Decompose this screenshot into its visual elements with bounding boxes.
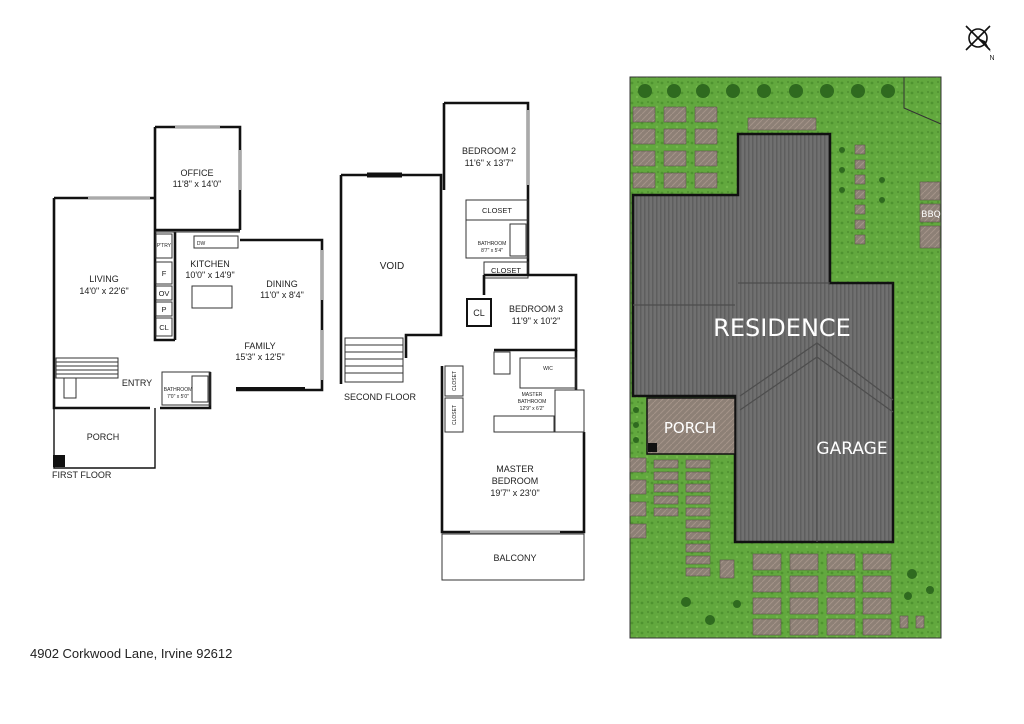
closet-d-label: CLOSET	[452, 405, 458, 425]
garage-label: GARAGE	[816, 439, 887, 459]
living-name: LIVING	[89, 274, 119, 284]
entry-label: ENTRY	[122, 378, 152, 388]
bedroom3-dims: 11'9" x 10'2"	[512, 316, 561, 326]
second-floor-caption: SECOND FLOOR	[344, 392, 417, 402]
balcony-label: BALCONY	[493, 553, 536, 563]
family-name: FAMILY	[244, 341, 275, 351]
residence-label: RESIDENCE	[713, 314, 851, 342]
compass-icon	[965, 25, 991, 52]
bedroom2-name: BEDROOM 2	[462, 146, 516, 156]
pantry-label: P'TRY	[157, 243, 172, 249]
site-plan	[629, 76, 942, 639]
oven-label: OV	[159, 289, 170, 298]
second-bath-dims: 8'7" x 5'4"	[481, 248, 503, 254]
porch-label: PORCH	[87, 432, 120, 442]
dining-dims: 11'0" x 8'4"	[260, 290, 304, 300]
property-address: 4902 Corkwood Lane, Irvine 92612	[30, 646, 233, 661]
void-label: VOID	[380, 261, 404, 272]
office-name: OFFICE	[181, 168, 214, 178]
first-floor-plan	[52, 125, 324, 469]
kitchen-dims: 10'0" x 14'9"	[185, 270, 234, 280]
first-cl-label: CL	[159, 323, 169, 332]
closet-a-label: CLOSET	[482, 206, 512, 215]
second-floor-plan	[339, 101, 586, 581]
fridge-label: F	[162, 269, 167, 278]
bbq-label: BBQ	[921, 210, 940, 220]
p-label: P	[161, 305, 166, 314]
kitchen-name: KITCHEN	[190, 259, 230, 269]
compass-letter: N	[989, 55, 994, 62]
dining-name: DINING	[266, 279, 298, 289]
wic-label: WIC	[543, 366, 553, 372]
family-dims: 15'3" x 12'5"	[235, 352, 284, 362]
closet-c-label: CLOSET	[452, 371, 458, 391]
second-cl-label: CL	[473, 308, 485, 318]
first-bath-name: BATHROOM	[164, 387, 193, 393]
master-bath-dims: 12'9" x 6'2"	[520, 406, 545, 412]
living-dims: 14'0" x 22'6"	[79, 286, 128, 296]
master-bed-line2: BEDROOM	[492, 476, 539, 486]
bedroom2-dims: 11'6" x 13'7"	[465, 158, 514, 168]
site-porch-label: PORCH	[664, 419, 716, 437]
closet-b-label: CLOSET	[491, 266, 521, 275]
master-bath-line1: MASTER	[522, 392, 543, 398]
master-bed-line1: MASTER	[496, 464, 534, 474]
second-bath-name: BATHROOM	[478, 241, 507, 247]
office-dims: 11'8" x 14'0"	[173, 179, 222, 189]
master-bath-line2: BATHROOM	[518, 399, 547, 405]
bedroom3-name: BEDROOM 3	[509, 304, 563, 314]
dishwasher-label: DW	[197, 241, 206, 247]
first-floor-caption: FIRST FLOOR	[52, 470, 112, 480]
first-bath-dims: 7'0" x 5'0"	[167, 394, 189, 400]
master-bed-dims: 19'7" x 23'0"	[490, 488, 539, 498]
